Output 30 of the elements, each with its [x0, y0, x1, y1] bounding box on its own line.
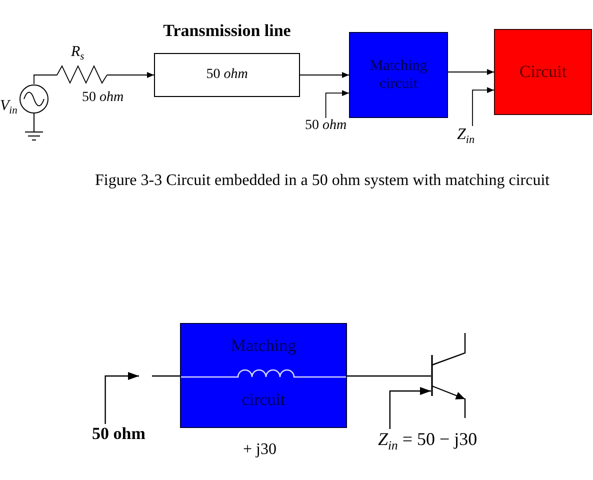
leader-arrow [104, 372, 139, 424]
arrow [448, 69, 494, 75]
component-value-label: + j30 [243, 441, 276, 460]
matching-circuit-box [180, 323, 347, 428]
box-label: 50 ohm [206, 66, 248, 84]
wire-arrow [106, 72, 154, 78]
impedance-equation: Z$_{in}$ = 50 − j30 [378, 429, 478, 450]
box-label: Matching [230, 336, 296, 356]
arrow [300, 72, 350, 78]
block-title: Transmission line [162, 21, 292, 42]
component-value-label: R$_{s}$ [71, 44, 84, 62]
transistor-symbol [431, 330, 467, 420]
component-value-label: 50 ohm [82, 90, 124, 106]
impedance-label: 50 ohm [305, 118, 347, 134]
leader-arrow [325, 90, 350, 118]
wire [152, 375, 180, 377]
ac-source-symbol [19, 84, 49, 142]
matching-circuit-box [349, 32, 448, 118]
wire [347, 375, 431, 377]
impedance-label: Z$_{in}$ [457, 126, 475, 144]
box-label: Matching circuit [368, 57, 428, 93]
figure-caption: Figure 3-3 Circuit embedded in a 50 ohm system with matching circuit [95, 171, 550, 190]
box-label: circuit [242, 390, 286, 410]
leader-arrow [389, 387, 431, 429]
wire [34, 74, 58, 84]
impedance-label: 50 ohm [92, 424, 146, 444]
circuit-box [494, 29, 592, 115]
leader-arrow [472, 87, 494, 126]
component-value-label: V$_{in}$ [0, 98, 18, 116]
box-label: Circuit [519, 62, 567, 82]
